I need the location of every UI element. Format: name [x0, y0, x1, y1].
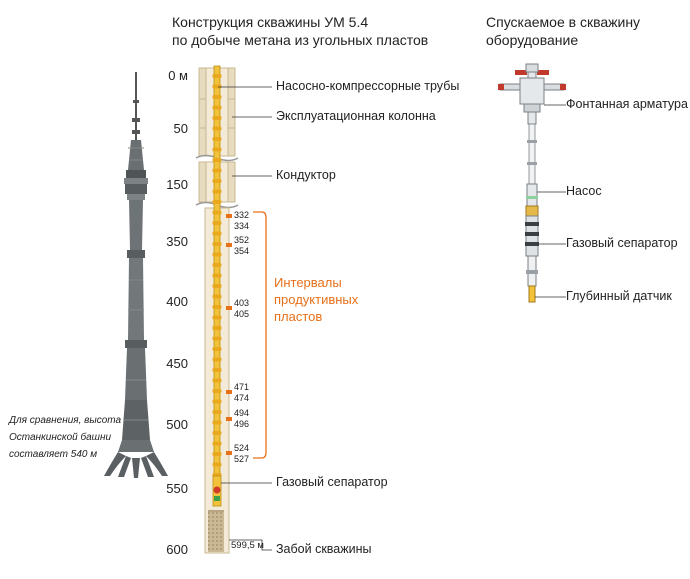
well-title-line1: Конструкция скважины УМ 5.4 [172, 14, 369, 30]
tubing-coupling [212, 284, 222, 288]
tubing-coupling [212, 147, 222, 152]
wellhead-label: Фонтанная арматура [566, 97, 688, 111]
well-bottom-label: Забой скважины [276, 542, 372, 556]
intervals-title-line2: продуктивных [274, 292, 359, 307]
tubing-label: Насосно-компрессорные трубы [276, 79, 460, 93]
depth-label-450: 450 [166, 356, 188, 371]
sensor-label: Глубинный датчик [566, 289, 672, 303]
tubing-coupling [212, 315, 222, 320]
tubing-coupling [212, 305, 222, 309]
tubing-coupling [212, 420, 222, 425]
gas-separator-label: Газовый сепаратор [276, 475, 388, 489]
interval-bottom-1: 334 [234, 221, 250, 231]
tubing-coupling [212, 326, 222, 330]
depth-label-400: 400 [166, 294, 188, 309]
tubing-coupling [212, 95, 222, 99]
equipment-separator-label: Газовый сепаратор [566, 236, 678, 250]
tubing-coupling [212, 158, 222, 162]
interval-bottom-6: 527 [234, 454, 250, 464]
equipment-leader-lines [535, 104, 566, 298]
depth-label-150: 150 [166, 177, 188, 192]
tubing-coupling [212, 357, 222, 362]
interval-top-2: 352 [234, 235, 250, 245]
tubing-coupling [212, 336, 222, 341]
depth-label-50: 50 [173, 121, 188, 136]
equipment-title-line2: оборудование [486, 32, 579, 48]
depth-label-500: 500 [166, 417, 188, 432]
tubing-coupling [212, 399, 222, 404]
depth-label-0: 0 м [168, 68, 188, 83]
depth-label-550: 550 [166, 481, 188, 496]
tubing-coupling [212, 431, 222, 435]
tubing-coupling [212, 179, 222, 183]
tubing-coupling [212, 368, 222, 372]
tower-note-line3: составляет 540 м [9, 449, 98, 460]
interval-top-6: 524 [234, 443, 250, 453]
tubing-coupling [212, 137, 222, 141]
tubing-coupling [212, 273, 222, 278]
casing-label: Эксплуатационная колонна [276, 109, 436, 123]
interval-top-5: 494 [234, 408, 250, 418]
tubing-coupling [212, 84, 222, 89]
tubing-coupling [212, 452, 222, 456]
tubing-coupling [212, 231, 222, 236]
intervals-title-line3: пластов [274, 309, 323, 324]
bottom-depth-value: 599,5 м [231, 540, 264, 551]
tubing-coupling [212, 116, 222, 120]
tubing-coupling [212, 294, 222, 299]
tubing-coupling [212, 378, 222, 383]
leader-lines [218, 86, 272, 551]
interval-top-1: 332 [234, 210, 250, 220]
tubing-coupling [212, 126, 222, 131]
tubing-coupling [212, 410, 222, 414]
tubing-coupling [212, 200, 222, 204]
tubing-coupling [212, 462, 222, 467]
depth-label-350: 350 [166, 234, 188, 249]
tubing-coupling [212, 389, 222, 393]
tubing-coupling [212, 252, 222, 257]
tubing-coupling [212, 263, 222, 267]
interval-bottom-5: 496 [234, 419, 250, 429]
tubing-coupling [212, 347, 222, 351]
interval-bottom-2: 354 [234, 246, 250, 256]
tubing-coupling [212, 210, 222, 215]
equipment-image [498, 63, 566, 303]
interval-top-4: 471 [234, 382, 250, 392]
pump-label: Насос [566, 184, 602, 198]
tubing-coupling [212, 74, 222, 78]
interval-top-3: 403 [234, 298, 250, 308]
tubing-coupling [212, 168, 222, 173]
tower-note-line1: Для сравнения, высота [9, 415, 122, 426]
tubing-coupling [212, 105, 222, 110]
tubing-coupling [212, 242, 222, 246]
tubing-coupling [212, 441, 222, 446]
interval-bottom-4: 474 [234, 393, 250, 403]
equipment-title-line1: Спускаемое в скважину [486, 14, 641, 30]
interval-bottom-3: 405 [234, 309, 250, 319]
interval-bracket [253, 211, 267, 459]
conductor-label: Кондуктор [276, 168, 336, 182]
tubing-coupling [212, 189, 222, 194]
interval-markers [226, 214, 232, 455]
well-gas-separator [212, 475, 222, 507]
tubing-coupling [212, 221, 222, 225]
well-title-line2: по добыче метана из угольных пластов [172, 32, 429, 48]
intervals-title-line1: Интервалы [274, 275, 342, 290]
tower-note-line2: Останкинской башни [9, 432, 112, 443]
depth-label-600: 600 [166, 542, 188, 557]
ostankino-tower-image [104, 72, 168, 478]
